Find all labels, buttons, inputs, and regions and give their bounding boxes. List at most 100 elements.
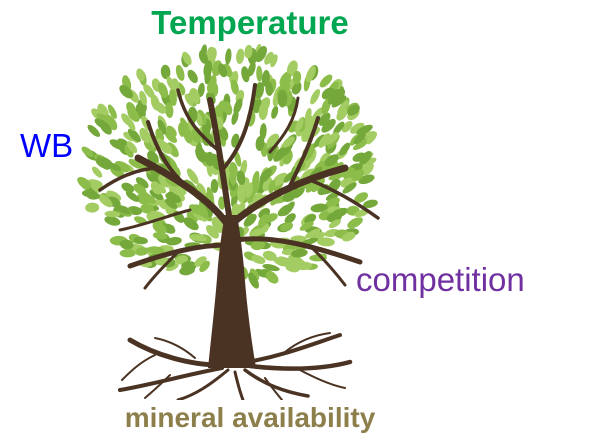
leaf — [347, 217, 363, 229]
leaf — [354, 209, 369, 218]
leaf — [299, 221, 314, 231]
leaf — [147, 246, 165, 254]
leaf — [251, 255, 266, 264]
leaf — [295, 117, 304, 134]
leaf — [272, 172, 288, 186]
leaf — [341, 120, 353, 133]
branch — [176, 88, 220, 152]
leaf — [97, 194, 113, 208]
leaf — [279, 258, 297, 267]
leaf — [222, 101, 233, 116]
leaf — [166, 76, 175, 90]
leaf — [363, 199, 378, 208]
leaf — [225, 48, 232, 65]
leaf — [361, 131, 377, 139]
leaf — [169, 88, 177, 106]
leaf — [312, 107, 324, 121]
leaf — [164, 102, 174, 118]
leaf — [324, 154, 339, 167]
tree-trunk — [208, 215, 256, 368]
leaf — [139, 193, 156, 204]
leaf — [361, 162, 374, 176]
leaf — [321, 118, 336, 133]
leaf — [140, 203, 154, 214]
leaf — [166, 125, 177, 138]
leaf — [86, 192, 101, 200]
leaf — [304, 228, 321, 239]
leaf — [187, 69, 198, 84]
leaf — [231, 110, 239, 125]
leaf — [341, 231, 356, 242]
leaf — [304, 214, 317, 224]
branch — [230, 164, 349, 226]
leaf — [354, 192, 368, 203]
leaf — [233, 98, 243, 114]
leaf — [197, 82, 205, 98]
leaf — [268, 179, 276, 194]
leaf — [324, 132, 339, 145]
branch — [143, 248, 182, 290]
leaf — [291, 248, 308, 258]
leaf — [234, 150, 242, 167]
leaf — [318, 133, 331, 148]
leaf — [106, 190, 122, 202]
leaf — [157, 119, 167, 135]
leaf — [183, 127, 193, 144]
leaf — [87, 124, 101, 137]
leaf — [206, 186, 215, 203]
leaf — [254, 82, 265, 99]
leaf — [283, 171, 295, 183]
root — [233, 370, 245, 400]
leaf — [160, 64, 171, 80]
root — [247, 359, 353, 371]
leaf — [186, 168, 199, 184]
branch — [127, 242, 229, 269]
leaf — [189, 233, 207, 242]
leaf — [182, 51, 192, 66]
leaf — [121, 182, 135, 193]
leaf — [282, 136, 295, 148]
leaf — [165, 236, 182, 246]
leaf — [204, 66, 212, 85]
branch — [134, 154, 232, 229]
leaf — [126, 102, 137, 115]
leaf — [282, 191, 296, 202]
leaf — [351, 169, 365, 181]
tree-branches — [98, 83, 380, 290]
leaf — [149, 189, 164, 201]
leaf — [104, 210, 121, 218]
leaf — [95, 158, 111, 170]
leaf — [304, 115, 314, 129]
leaf — [236, 48, 245, 64]
root — [144, 374, 171, 399]
root — [127, 337, 223, 368]
leaf — [280, 73, 292, 90]
leaf — [255, 136, 265, 151]
leaf — [133, 236, 148, 245]
competition-label: competition — [356, 261, 525, 298]
leaf — [319, 74, 333, 88]
leaf — [198, 203, 209, 219]
water-balance-label: WB — [20, 127, 74, 164]
branch — [118, 208, 192, 232]
leaf — [152, 221, 167, 235]
leaf — [280, 222, 294, 232]
leaf — [150, 181, 163, 195]
leaf — [284, 213, 296, 224]
root — [284, 332, 331, 353]
leaf — [189, 87, 200, 104]
tree-roots — [118, 332, 353, 400]
branch — [268, 96, 300, 154]
leaf — [206, 225, 219, 239]
root — [243, 368, 310, 398]
leaf — [305, 65, 316, 83]
leaf — [352, 139, 368, 151]
leaf — [184, 93, 194, 107]
leaf — [155, 102, 167, 114]
leaf — [200, 44, 208, 60]
leaf — [81, 146, 94, 158]
leaf — [333, 121, 345, 135]
leaf — [179, 265, 195, 276]
leaf — [256, 65, 263, 82]
